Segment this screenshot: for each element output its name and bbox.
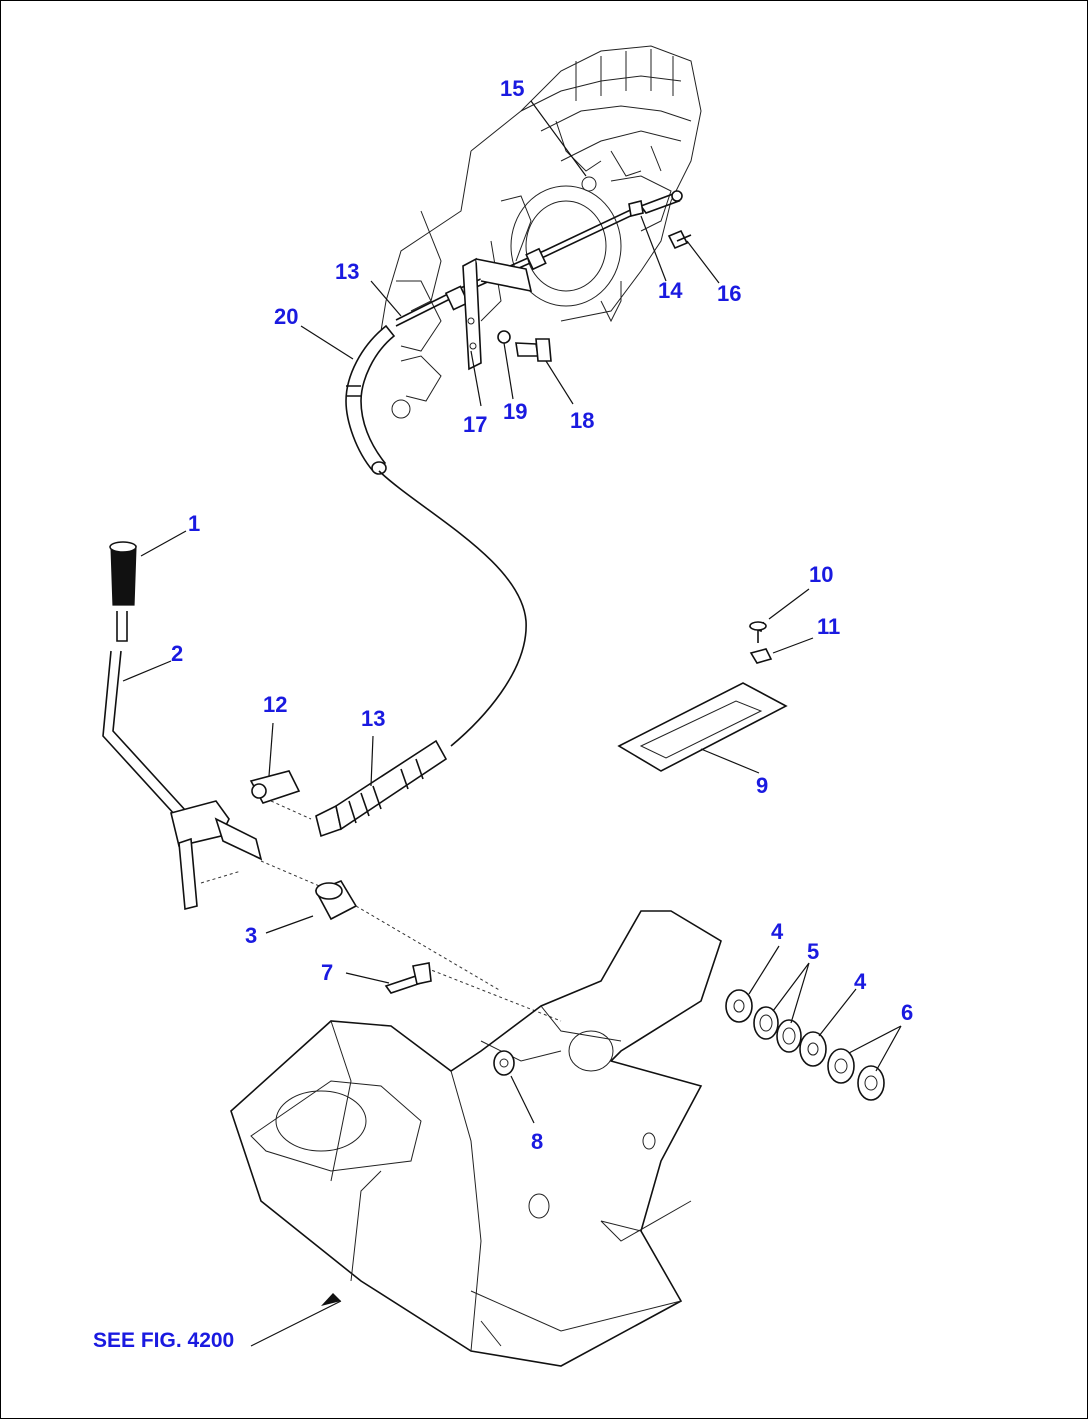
part-label-15: 15	[500, 76, 525, 101]
leader-lines	[122, 100, 902, 1347]
part-label-1: 1	[188, 511, 201, 536]
part-label-2: 2	[171, 641, 184, 666]
part-label-9: 9	[756, 773, 769, 798]
part-label-8: 8	[531, 1129, 544, 1154]
nut-part	[493, 1050, 515, 1076]
cable-end-fittings	[249, 739, 448, 838]
cover-plate	[617, 621, 788, 772]
see-figure-reference: SEE FIG. 4200	[93, 1329, 235, 1352]
cable-sleeve	[345, 324, 527, 747]
part-label-4-lower: 4	[854, 969, 867, 994]
part-label-14: 14	[658, 278, 683, 303]
engine-sketch	[380, 45, 702, 419]
part-label-17: 17	[463, 412, 488, 437]
part-label-12: 12	[263, 692, 288, 717]
part-label-10: 10	[809, 562, 834, 587]
mount-frame	[230, 910, 722, 1367]
reference-arrowhead	[321, 1293, 341, 1306]
part-label-7: 7	[321, 960, 334, 985]
part-label-13-lower: 13	[361, 706, 386, 731]
part-label-4-upper: 4	[771, 919, 784, 944]
part-label-19: 19	[503, 399, 528, 424]
part-label-3: 3	[245, 923, 258, 948]
part-label-18: 18	[570, 408, 595, 433]
washer-stack	[725, 989, 885, 1101]
part-label-16: 16	[717, 281, 742, 306]
part-label-11: 11	[817, 614, 841, 639]
part-label-13-upper: 13	[335, 259, 360, 284]
upper-cable-assembly	[395, 190, 692, 371]
lever-assembly	[102, 541, 332, 911]
bushing-and-bolt	[314, 880, 562, 1022]
part-label-6: 6	[901, 1000, 914, 1025]
part-label-20: 20	[274, 304, 299, 329]
part-label-5: 5	[807, 939, 820, 964]
